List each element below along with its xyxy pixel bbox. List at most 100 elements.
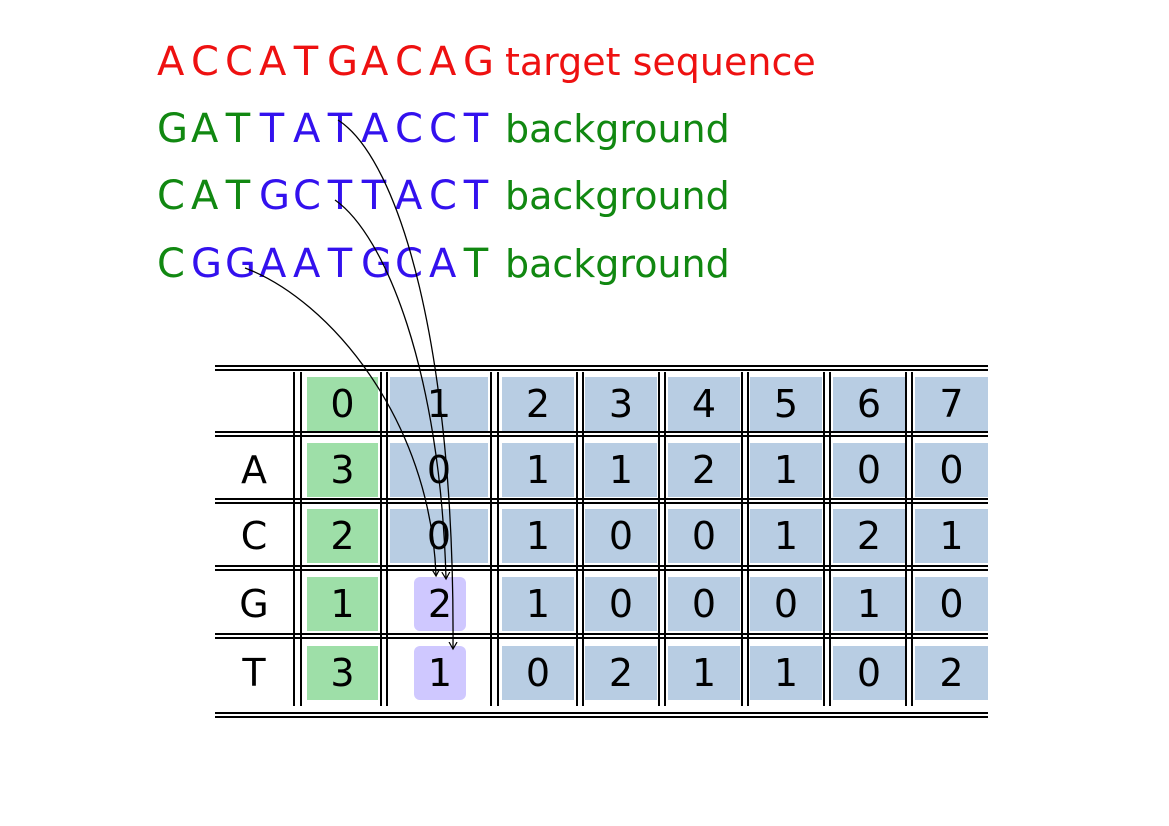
base-G: G (463, 39, 494, 85)
count-cell: 1 (502, 509, 574, 563)
count-cell: 0 (833, 646, 905, 700)
table-rule (215, 498, 988, 504)
table-rule (215, 431, 988, 437)
base-G: G (327, 39, 358, 85)
count-cell: 0 (390, 509, 488, 563)
base-C: C (191, 39, 219, 85)
table-column-rule (490, 372, 492, 706)
table-column-rule (905, 372, 907, 706)
count-cell: 1 (750, 509, 822, 563)
base-C: C (395, 39, 423, 85)
base-A: A (259, 241, 287, 287)
sequence-label: background (505, 242, 730, 286)
base-A: A (293, 241, 321, 287)
column-header-5: 5 (750, 377, 822, 431)
table-rule (215, 365, 988, 371)
row-label-C: C (240, 514, 268, 558)
table-column-rule (497, 372, 499, 706)
count-cell: 2 (585, 646, 657, 700)
row-label-A: A (241, 448, 267, 492)
count-cell: 2 (833, 509, 905, 563)
table-column-rule (576, 372, 578, 706)
count-cell: 1 (750, 646, 822, 700)
base-G: G (361, 241, 392, 287)
count-cell: 1 (502, 577, 574, 631)
base-T: T (361, 173, 387, 219)
base-A: A (429, 241, 457, 287)
count-cell: 1 (502, 443, 574, 497)
base-A: A (361, 39, 389, 85)
table-column-rule (582, 372, 584, 706)
table-column-rule (293, 372, 295, 706)
column-header-3: 3 (585, 377, 657, 431)
highlighted-count-cell: 1 (414, 646, 466, 700)
base-C: C (293, 173, 321, 219)
base-C: C (157, 241, 185, 287)
base-C: C (395, 106, 423, 152)
sequence-label: background (505, 174, 730, 218)
base-T: T (225, 173, 251, 219)
count-cell: 2 (307, 509, 378, 563)
base-A: A (429, 39, 457, 85)
count-cell: 1 (750, 443, 822, 497)
table-column-rule (829, 372, 831, 706)
count-cell: 3 (307, 443, 378, 497)
base-T: T (225, 106, 251, 152)
count-cell: 0 (502, 646, 574, 700)
base-T: T (463, 106, 489, 152)
count-cell: 0 (668, 577, 740, 631)
table-rule (215, 712, 988, 718)
table-column-rule (300, 372, 302, 706)
column-header-0: 0 (307, 377, 378, 431)
count-cell: 1 (915, 509, 988, 563)
table-rule (215, 633, 988, 639)
base-T: T (327, 106, 353, 152)
column-header-2: 2 (502, 377, 574, 431)
position-arrow (244, 267, 436, 575)
row-label-T: T (242, 651, 266, 695)
column-header-7: 7 (915, 377, 988, 431)
count-cell: 0 (750, 577, 822, 631)
count-cell: 0 (585, 509, 657, 563)
table-column-rule (658, 372, 660, 706)
base-T: T (327, 241, 353, 287)
count-cell: 0 (833, 443, 905, 497)
base-G: G (157, 106, 188, 152)
base-C: C (225, 39, 253, 85)
table-column-rule (386, 372, 388, 706)
position-arrow (337, 119, 453, 648)
base-A: A (395, 173, 423, 219)
count-cell: 1 (833, 577, 905, 631)
base-C: C (157, 173, 185, 219)
base-A: A (191, 173, 219, 219)
base-T: T (293, 39, 319, 85)
table-column-rule (664, 372, 666, 706)
count-cell: 3 (307, 646, 378, 700)
count-cell: 0 (390, 443, 488, 497)
count-cell: 1 (585, 443, 657, 497)
count-cell: 0 (915, 443, 988, 497)
sequence-label: target sequence (505, 40, 816, 84)
base-T: T (259, 106, 285, 152)
base-G: G (191, 241, 222, 287)
base-A: A (293, 106, 321, 152)
count-cell: 2 (668, 443, 740, 497)
base-A: A (191, 106, 219, 152)
highlighted-count-cell: 2 (414, 577, 466, 631)
table-column-rule (380, 372, 382, 706)
count-cell: 2 (915, 646, 988, 700)
count-cell: 0 (915, 577, 988, 631)
base-T: T (463, 173, 489, 219)
row-label-G: G (239, 582, 269, 626)
count-cell: 0 (585, 577, 657, 631)
base-C: C (429, 173, 457, 219)
base-G: G (225, 241, 256, 287)
column-header-4: 4 (668, 377, 740, 431)
table-column-rule (911, 372, 913, 706)
column-header-1: 1 (390, 377, 488, 431)
table-column-rule (823, 372, 825, 706)
count-cell: 0 (668, 509, 740, 563)
base-A: A (361, 106, 389, 152)
